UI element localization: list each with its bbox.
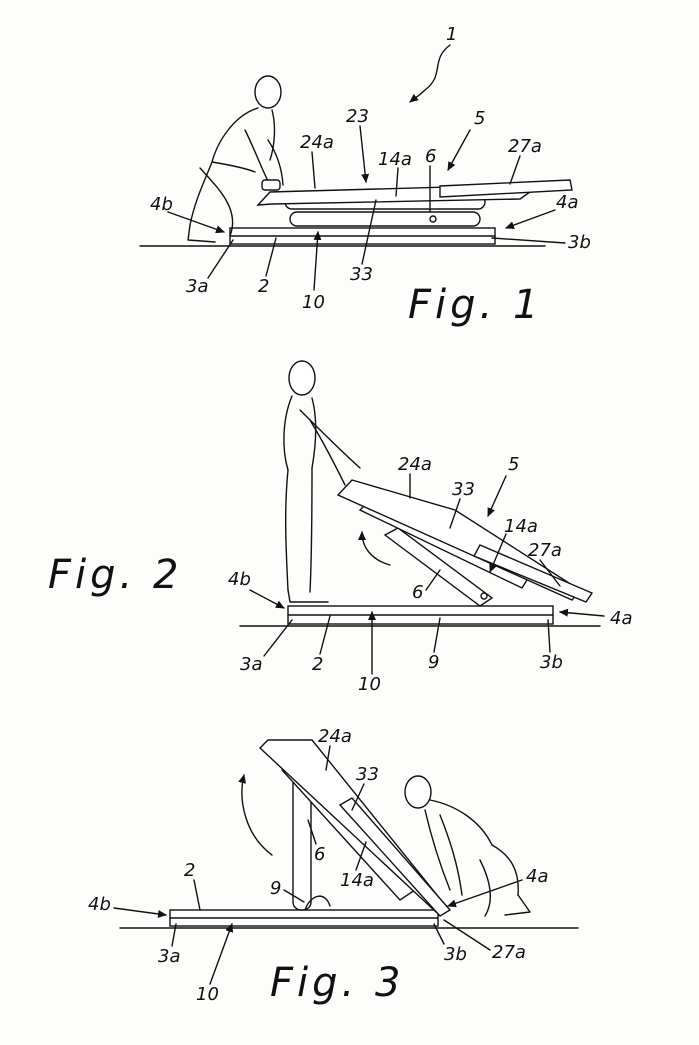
- fig1-arrow-4a: [505, 209, 556, 229]
- fig1-label-23: 23: [346, 106, 369, 127]
- fig1-leader-27a: [509, 155, 521, 185]
- fig3-leader-2: [193, 879, 201, 911]
- fig3-leader-24a: [325, 745, 331, 771]
- fig1-arrow-5: [447, 129, 471, 171]
- fig1-leader-33: [361, 199, 377, 265]
- fig3-leader-14a: [355, 841, 367, 871]
- fig2-label-4b: 4b: [228, 569, 251, 590]
- fig2-label-4a: 4a: [610, 608, 632, 629]
- fig2-label-14a: 14a: [504, 516, 538, 537]
- fig2-label-33: 33: [452, 479, 475, 500]
- fig2-label-2: 2: [312, 654, 323, 675]
- fig1-leader-24a: [311, 151, 316, 189]
- fig2-label-3a: 3a: [240, 654, 262, 675]
- fig2-label-9: 9: [428, 652, 439, 673]
- fig2-arrow-4a: [559, 608, 605, 617]
- fig3-leader-6: [307, 819, 317, 845]
- fig1-leader-3a: [207, 239, 234, 279]
- fig3-label-14a: 14a: [340, 870, 374, 891]
- fig3-label-24a: 24a: [318, 726, 352, 747]
- fig2-pivot: [480, 592, 488, 600]
- fig1-operator-figure: [187, 75, 284, 243]
- fig2-caption: Fig. 2: [48, 552, 182, 598]
- fig2-arrow-4b: [249, 589, 285, 609]
- fig3-label-4a: 4a: [526, 866, 548, 887]
- fig2-label-24a: 24a: [398, 454, 432, 475]
- fig3-leader-33: [351, 783, 365, 811]
- fig3-label-9: 9: [270, 878, 281, 899]
- fig1-leader-3b: [491, 237, 566, 244]
- fig1-arrow-4b: [167, 211, 225, 234]
- fig3-label-3a: 3a: [158, 946, 180, 967]
- fig2-leader-3b: [547, 619, 551, 653]
- fig1-caption: Fig. 1: [408, 282, 542, 328]
- figure-2: 24a 5 33 14a 27a 6 4b 4a 3a 2 9 3b 10 Fi…: [48, 360, 632, 695]
- fig1-pivot: [429, 215, 437, 223]
- fig2-leader-27a: [539, 559, 561, 587]
- fig2-leader-6: [425, 569, 441, 591]
- fig3-operator-figure: [404, 775, 531, 917]
- fig1-label-3a: 3a: [186, 276, 208, 297]
- fig2-leader-3a: [263, 619, 293, 657]
- fig3-arrow-4a: [447, 879, 523, 908]
- fig3-extension: [338, 797, 452, 917]
- fig2-operator-figure: [283, 360, 361, 603]
- fig2-extension-27a: [473, 544, 594, 603]
- fig2-label-10: 10: [358, 674, 381, 695]
- fig3-rotation-arrow: [238, 774, 273, 856]
- fig1-arm-6: [289, 211, 481, 227]
- fig3-leader-3b: [433, 923, 445, 945]
- fig1-label-14a: 14a: [378, 149, 412, 170]
- fig3-label-2: 2: [184, 860, 195, 881]
- figure-3: 24a 33 6 14a 2 9 4a 4b 3a 3b 27a 10 Fig.…: [88, 726, 579, 1006]
- fig1-arrow-23: [359, 125, 370, 183]
- fig1-arrow-1: [409, 44, 451, 103]
- fig1-label-24a: 24a: [300, 132, 334, 153]
- fig2-arrow-5: [487, 475, 507, 517]
- fig3-label-6: 6: [314, 844, 325, 865]
- fig2-leader-9: [433, 617, 441, 653]
- fig2-label-27a: 27a: [528, 540, 562, 561]
- fig3-arrow-10: [209, 923, 234, 985]
- fig3-label-4b: 4b: [88, 894, 111, 915]
- figure-1: 1 23 5 24a 14a 6 27a 4b 4a 3b 3a 2 10 33…: [139, 24, 591, 328]
- fig2-label-3b: 3b: [540, 652, 563, 673]
- fig2-leader-2: [319, 615, 331, 655]
- fig3-leader-3a: [171, 923, 177, 947]
- fig2-label-5: 5: [508, 454, 519, 475]
- fig3-label-33: 33: [356, 764, 379, 785]
- fig3-leader-9: [283, 889, 305, 903]
- fig2-label-6: 6: [412, 582, 423, 603]
- fig2-rotation-arrow: [358, 531, 391, 566]
- fig1-label-4b: 4b: [150, 194, 173, 215]
- fig1-label-2: 2: [258, 276, 269, 297]
- fig1-arrow-10: [313, 231, 322, 291]
- fig3-label-10: 10: [196, 984, 219, 1005]
- fig1-leader-14a: [395, 167, 399, 197]
- fig3-caption: Fig. 3: [270, 960, 404, 1006]
- fig3-label-27a: 27a: [492, 942, 526, 963]
- fig2-leader-33: [449, 498, 461, 529]
- fig2-arrow-14a: [489, 533, 507, 573]
- fig1-label-33: 33: [350, 264, 373, 285]
- fig2-arm-6: [383, 527, 494, 607]
- fig3-joint-9: [304, 895, 331, 911]
- fig1-label-4a: 4a: [556, 192, 578, 213]
- fig1-label-10: 10: [302, 292, 325, 313]
- fig1-label-6: 6: [425, 146, 436, 167]
- fig1-label-3b: 3b: [568, 232, 591, 253]
- fig1-label-5: 5: [474, 108, 485, 129]
- fig1-extension-27a: [439, 179, 573, 198]
- fig3-label-3b: 3b: [444, 944, 467, 965]
- fig1-label-1: 1: [446, 24, 457, 45]
- fig1-leader-2: [265, 237, 277, 277]
- fig3-arrow-4b: [113, 907, 167, 918]
- fig1-label-27a: 27a: [508, 136, 542, 157]
- fig3-leader-27a: [443, 919, 491, 951]
